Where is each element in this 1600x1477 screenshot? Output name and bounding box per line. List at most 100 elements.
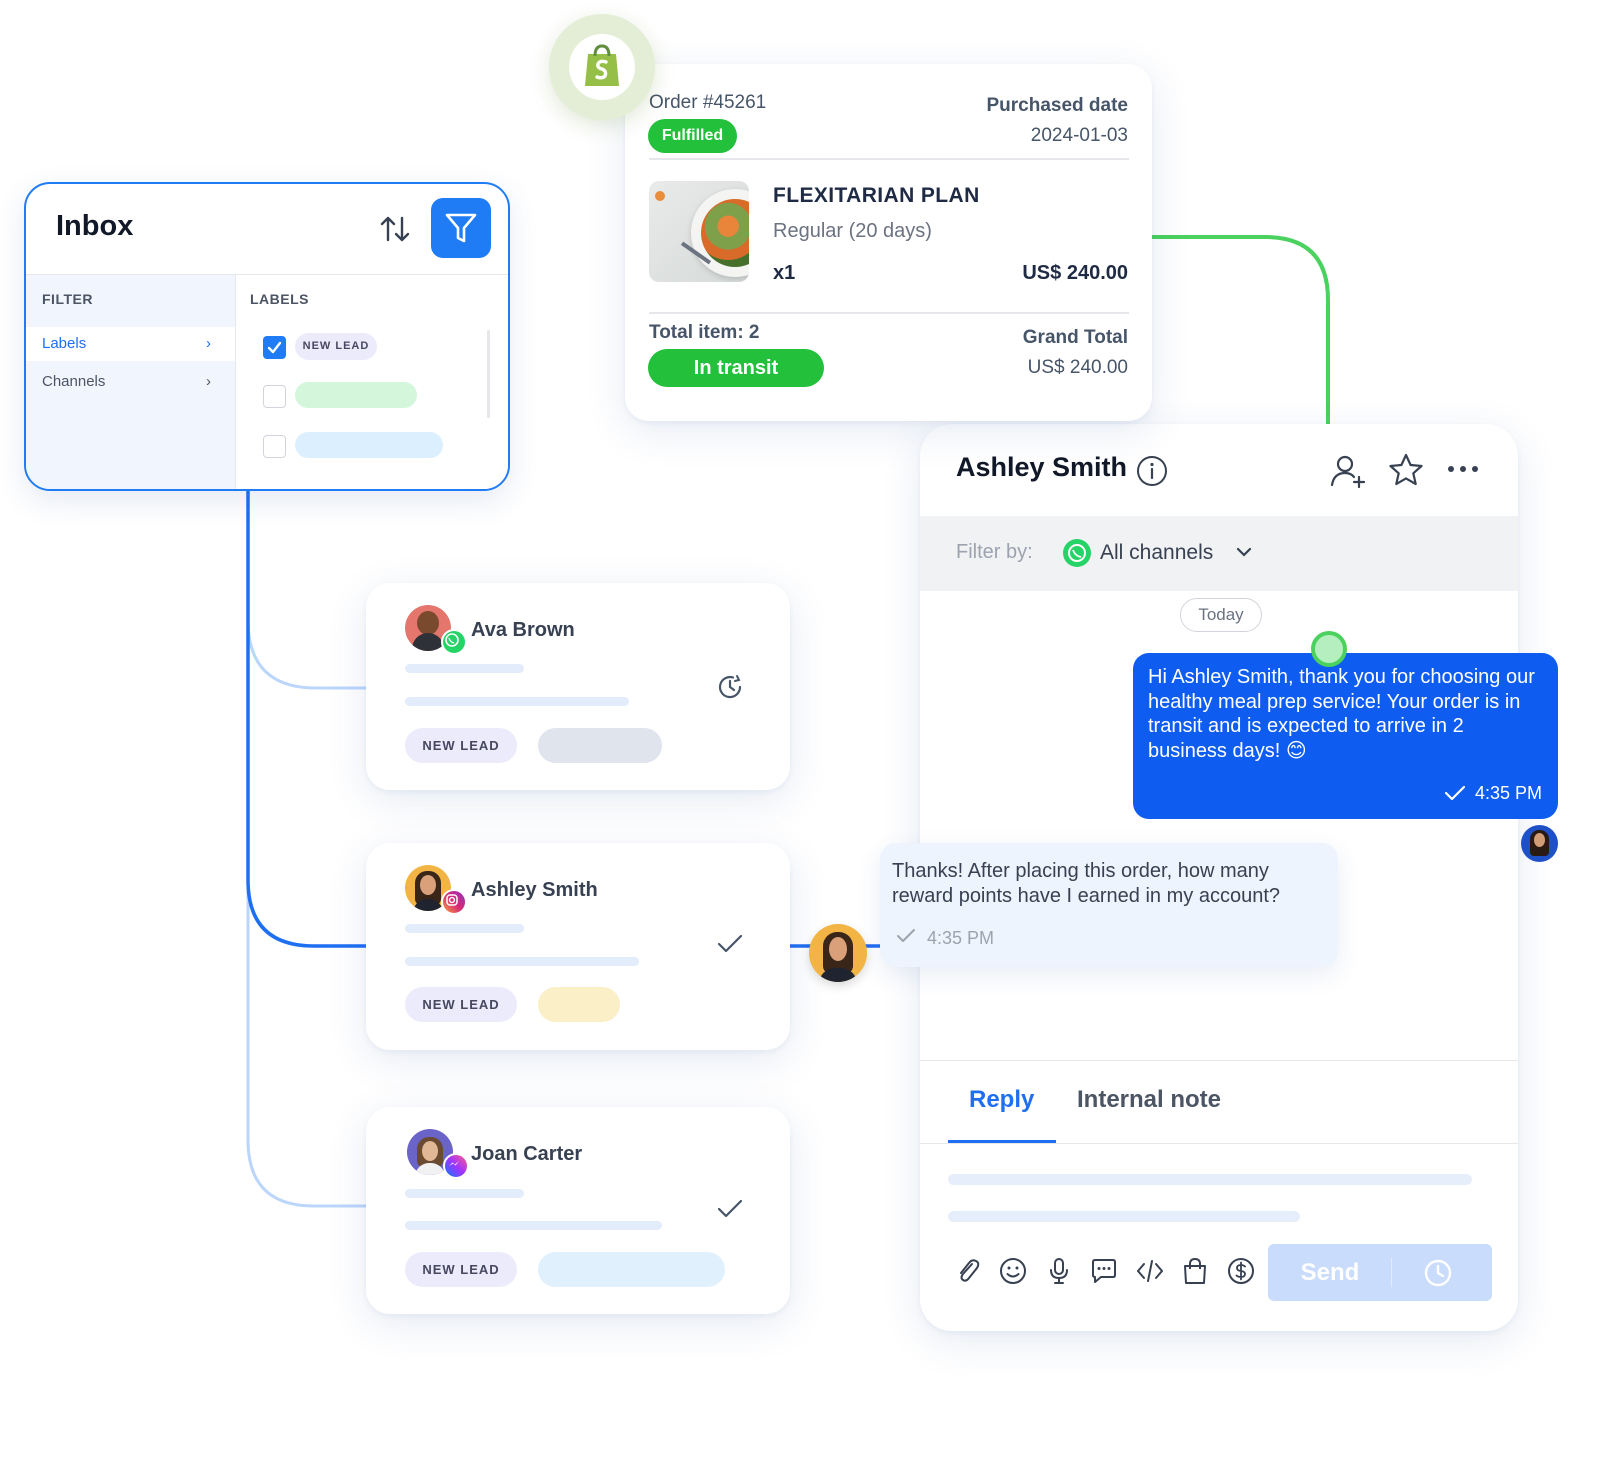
channel-filter-bar: Filter by: All channels [920,516,1518,591]
messenger-icon [443,1153,469,1179]
label-pill-yellow [538,987,620,1022]
label-checkbox[interactable] [263,385,286,408]
channel-filter-select[interactable]: All channels [1100,541,1214,564]
filter-header: FILTER [42,291,93,307]
new-lead-tag: NEW LEAD [405,987,517,1022]
product-price: US$ 240.00 [1022,262,1128,284]
check-icon [897,929,915,942]
more-icon[interactable] [1447,464,1479,474]
paperclip-icon[interactable] [953,1256,983,1286]
label-pill-green [295,382,417,408]
contact-name: Ashley Smith [471,879,598,901]
placeholder-line [405,664,524,673]
check-icon [1444,785,1466,801]
scrollbar[interactable] [487,330,490,418]
chevron-right-icon: › [206,373,211,390]
divider [920,1060,1518,1061]
emoji-icon[interactable] [998,1256,1028,1286]
outgoing-time: 4:35 PM [1475,783,1543,803]
inbox-title: Inbox [56,210,134,242]
contact-name: Joan Carter [471,1143,583,1165]
quick-reply-icon[interactable] [1089,1256,1119,1286]
star-icon[interactable] [1387,452,1425,488]
filter-item-label: Labels [42,335,87,352]
new-lead-tag: NEW LEAD [405,1252,517,1287]
dollar-icon[interactable] [1226,1256,1256,1286]
label-pill-gray [538,728,662,763]
labels-column: LABELS NEW LEAD [235,274,508,489]
label-checkbox[interactable] [263,435,286,458]
labels-header: LABELS [250,291,309,307]
label-pill-blue [295,432,443,458]
chevron-right-icon: › [206,335,211,352]
contact-card-joan-carter[interactable]: Joan Carter NEW LEAD [366,1107,790,1314]
code-icon[interactable] [1135,1256,1165,1286]
product-quantity: x1 [773,262,796,284]
info-icon[interactable] [1135,454,1169,488]
label-new-lead: NEW LEAD [295,333,377,360]
check-icon [717,934,743,953]
check-icon [267,341,282,354]
divider [920,1143,1518,1144]
order-card: Order #45261 Fulfilled Purchased date 20… [625,64,1152,421]
placeholder-line [405,1221,662,1230]
connector-dot [1311,631,1347,667]
in-transit-badge: In transit [648,349,824,387]
add-user-icon[interactable] [1329,452,1367,490]
send-button[interactable]: Send [1300,1259,1360,1286]
active-tab-indicator [948,1140,1056,1143]
avatar [405,865,451,911]
outgoing-message-text: Hi Ashley Smith, thank you for choosing … [1148,666,1535,762]
product-image [649,181,749,282]
clock-icon [718,675,742,699]
contact-card-ashley-smith[interactable]: Ashley Smith NEW LEAD [366,843,790,1050]
purchased-label: Purchased date [986,95,1129,116]
tab-reply[interactable]: Reply [969,1086,1035,1113]
send-button-group: Send [1268,1244,1492,1301]
filter-item-label: Channels [42,373,106,390]
new-lead-tag: NEW LEAD [405,728,517,763]
label-pill-lightblue [538,1252,725,1287]
incoming-message-text: Thanks! After placing this order, how ma… [892,860,1280,907]
inbox-panel: Inbox FILTER Labels › Channels › LABELS … [24,182,510,491]
placeholder-line [405,1189,524,1198]
sort-arrows-icon[interactable] [378,212,412,246]
funnel-icon [445,213,477,243]
product-variant: Regular (20 days) [773,220,932,242]
agent-avatar [1521,825,1558,862]
divider [649,312,1129,314]
shopify-badge [549,14,655,120]
product-name: FLEXITARIAN PLAN [773,184,980,207]
total-items: Total item: 2 [649,322,760,343]
placeholder-line [405,697,629,706]
contact-card-ava-brown[interactable]: Ava Brown NEW LEAD [366,583,790,790]
whatsapp-icon [1063,539,1091,567]
filter-item-channels[interactable]: Channels › [26,365,235,399]
grand-total-label: Grand Total [1022,327,1128,348]
grand-total: US$ 240.00 [1027,357,1128,378]
filter-button[interactable] [431,198,491,258]
date-separator: Today [1180,598,1262,632]
microphone-icon[interactable] [1044,1256,1074,1286]
divider [1391,1258,1392,1287]
incoming-time: 4:35 PM [927,928,995,948]
filter-item-labels[interactable]: Labels › [26,327,238,361]
placeholder-line [405,924,524,933]
shopify-bag-icon [585,44,619,86]
schedule-clock-icon[interactable] [1423,1258,1453,1288]
tab-internal-note[interactable]: Internal note [1077,1086,1222,1113]
shopping-bag-icon[interactable] [1180,1256,1210,1286]
order-number: Order #45261 [649,92,767,113]
check-icon [717,1199,743,1218]
chevron-down-icon[interactable] [1236,546,1252,558]
filter-by-label: Filter by: [956,541,1033,563]
whatsapp-icon [441,629,467,655]
customer-avatar [809,924,867,982]
instagram-icon [441,889,467,915]
placeholder-line [405,957,639,966]
fulfilled-badge: Fulfilled [648,119,737,153]
reply-input[interactable] [948,1174,1472,1185]
label-checkbox-new-lead[interactable] [263,336,286,359]
avatar [405,605,451,651]
